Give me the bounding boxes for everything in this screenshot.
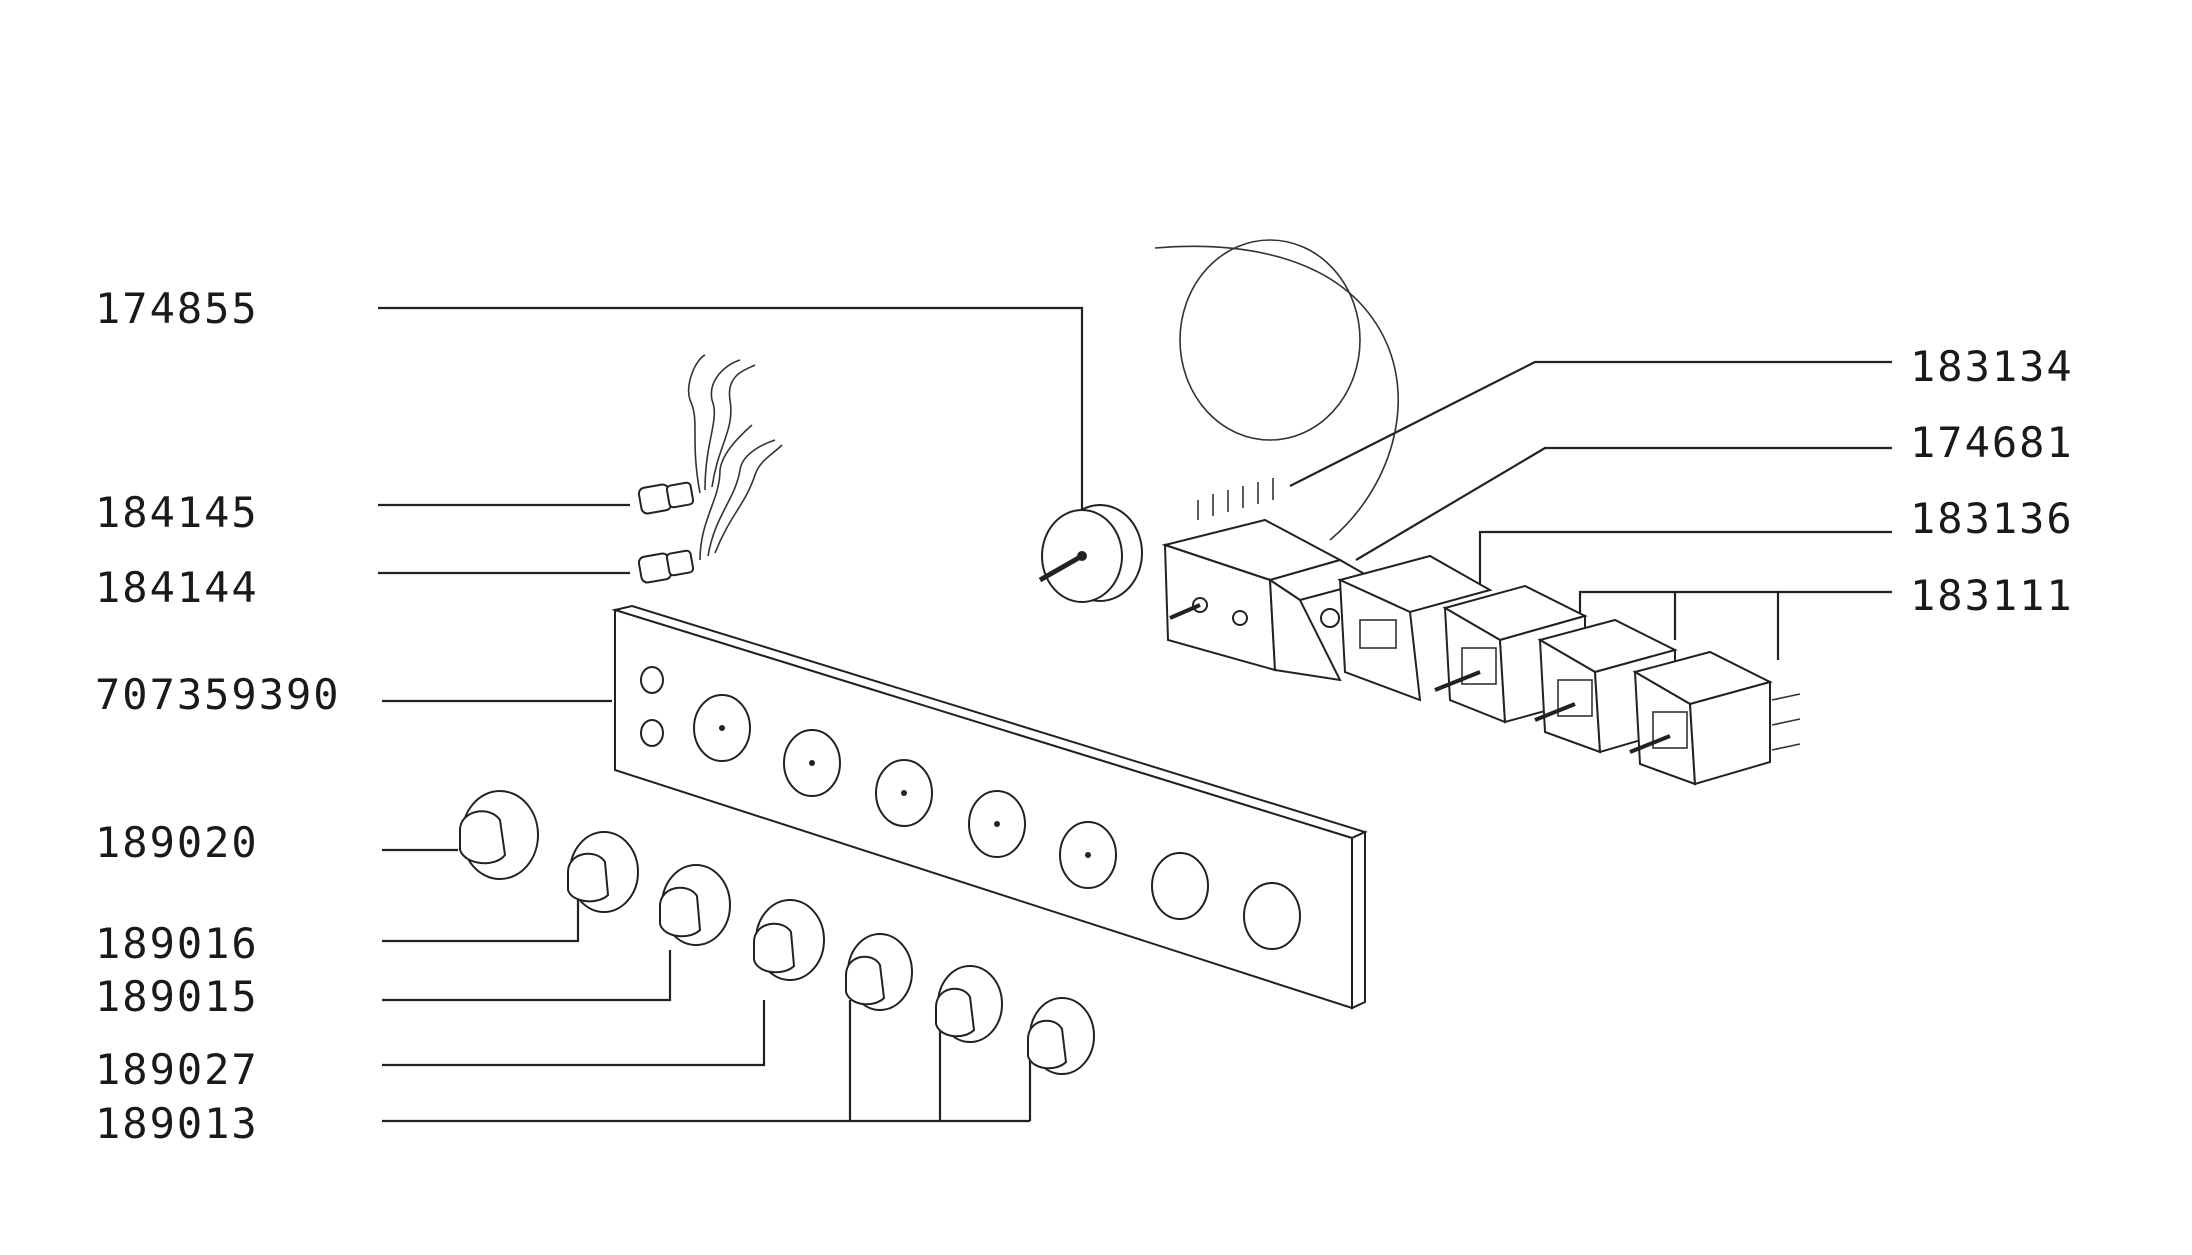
knob-189013-a — [845, 933, 913, 1011]
label-184144: 184144 — [95, 563, 259, 612]
label-183111: 183111 — [1910, 571, 2074, 620]
leader-lines-left — [378, 306, 1084, 1123]
label-189020: 189020 — [95, 818, 259, 867]
thermostat-174855 — [1038, 504, 1143, 603]
label-189016: 189016 — [95, 919, 259, 968]
label-184145: 184145 — [95, 488, 259, 537]
label-174681: 174681 — [1910, 418, 2074, 467]
label-707359390: 707359390 — [95, 670, 341, 719]
knob-189015 — [659, 864, 731, 946]
switch-183136 — [1337, 554, 1493, 702]
wire-connector-184145 — [637, 354, 756, 515]
knob-189027 — [753, 899, 825, 981]
label-183136: 183136 — [1910, 494, 2074, 543]
label-189015: 189015 — [95, 972, 259, 1021]
capillary-coil — [1154, 239, 1400, 541]
label-174855: 174855 — [95, 284, 259, 333]
label-183134: 183134 — [1910, 342, 2074, 391]
leader-lines-right — [1289, 360, 1892, 660]
knob-189016 — [567, 831, 639, 913]
wire-connector-184144 — [637, 424, 783, 584]
knob-189020 — [459, 790, 539, 880]
switch-183111-c — [1629, 650, 1801, 786]
label-189027: 189027 — [95, 1045, 259, 1094]
switch-174681 — [1267, 558, 1378, 682]
control-panel-707359390 — [611, 604, 1368, 1010]
knob-189013-b — [935, 965, 1003, 1043]
switch-block-183134 — [1161, 478, 1343, 672]
label-189013: 189013 — [95, 1099, 259, 1148]
knob-189013-c — [1027, 997, 1095, 1075]
